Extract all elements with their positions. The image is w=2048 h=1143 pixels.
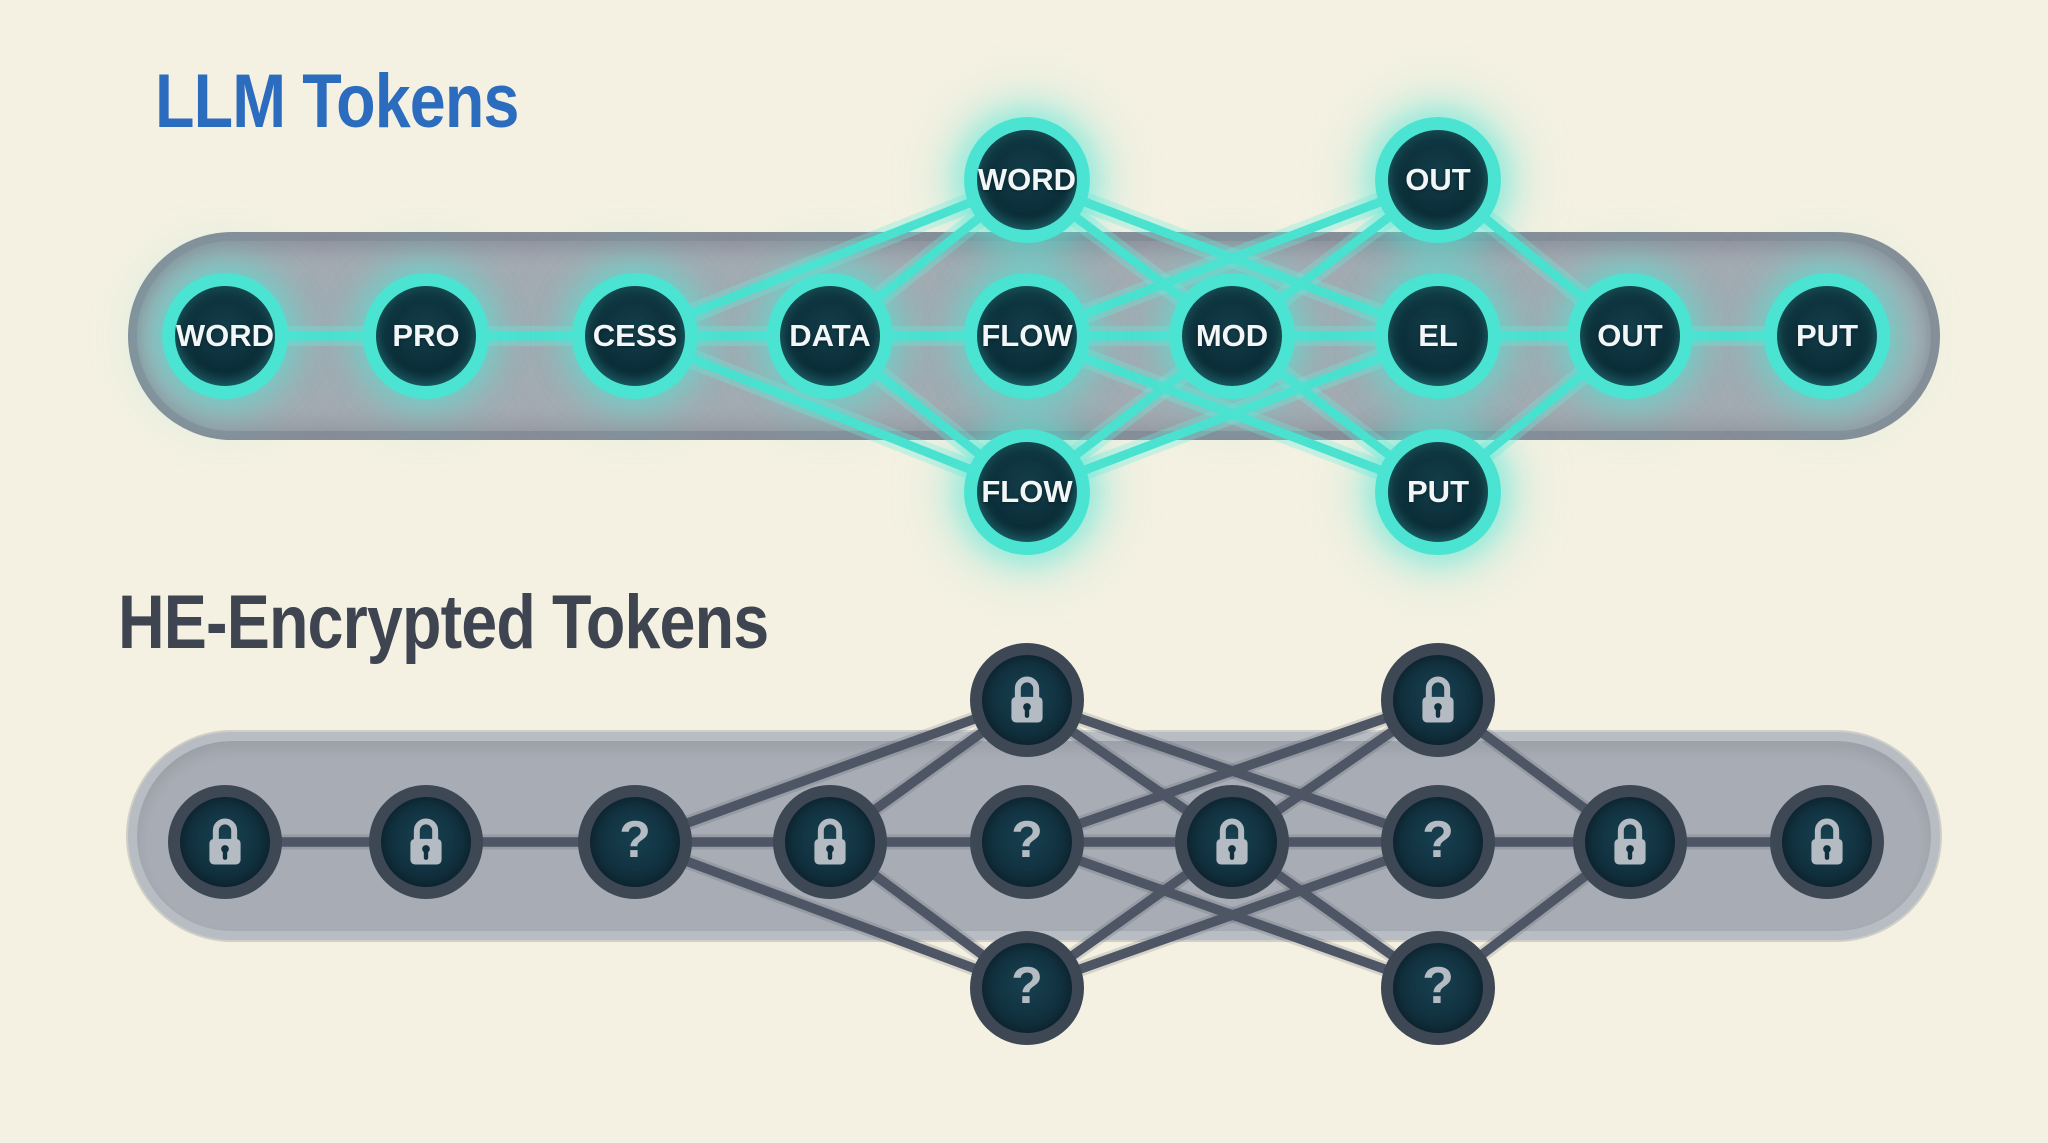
edge-r3-a5 xyxy=(630,175,1032,341)
edge-r3-a5 xyxy=(630,695,1032,847)
edge-r4-a5 xyxy=(825,695,1032,847)
edge-b5-r6 xyxy=(1022,837,1237,993)
he-encrypted-tokens-title: HE-Encrypted Tokens xyxy=(118,580,769,665)
edge-r6-b7 xyxy=(1227,837,1443,993)
edge-r6-a7 xyxy=(1227,695,1443,847)
edge-r4-b5 xyxy=(825,837,1032,993)
edge-r5-b7 xyxy=(1022,837,1443,993)
edge-a5-r6 xyxy=(1022,695,1237,847)
edge-r5-a7 xyxy=(1022,175,1443,341)
edge-b7-r8 xyxy=(1433,837,1635,993)
llm-tokens-title: LLM Tokens xyxy=(155,59,519,144)
edge-r3-b5 xyxy=(630,331,1032,497)
edge-r3-b5 xyxy=(630,837,1032,993)
edge-r5-a7 xyxy=(1022,695,1443,847)
edge-r5-b7 xyxy=(1022,331,1443,497)
edge-a7-r8 xyxy=(1433,695,1635,847)
